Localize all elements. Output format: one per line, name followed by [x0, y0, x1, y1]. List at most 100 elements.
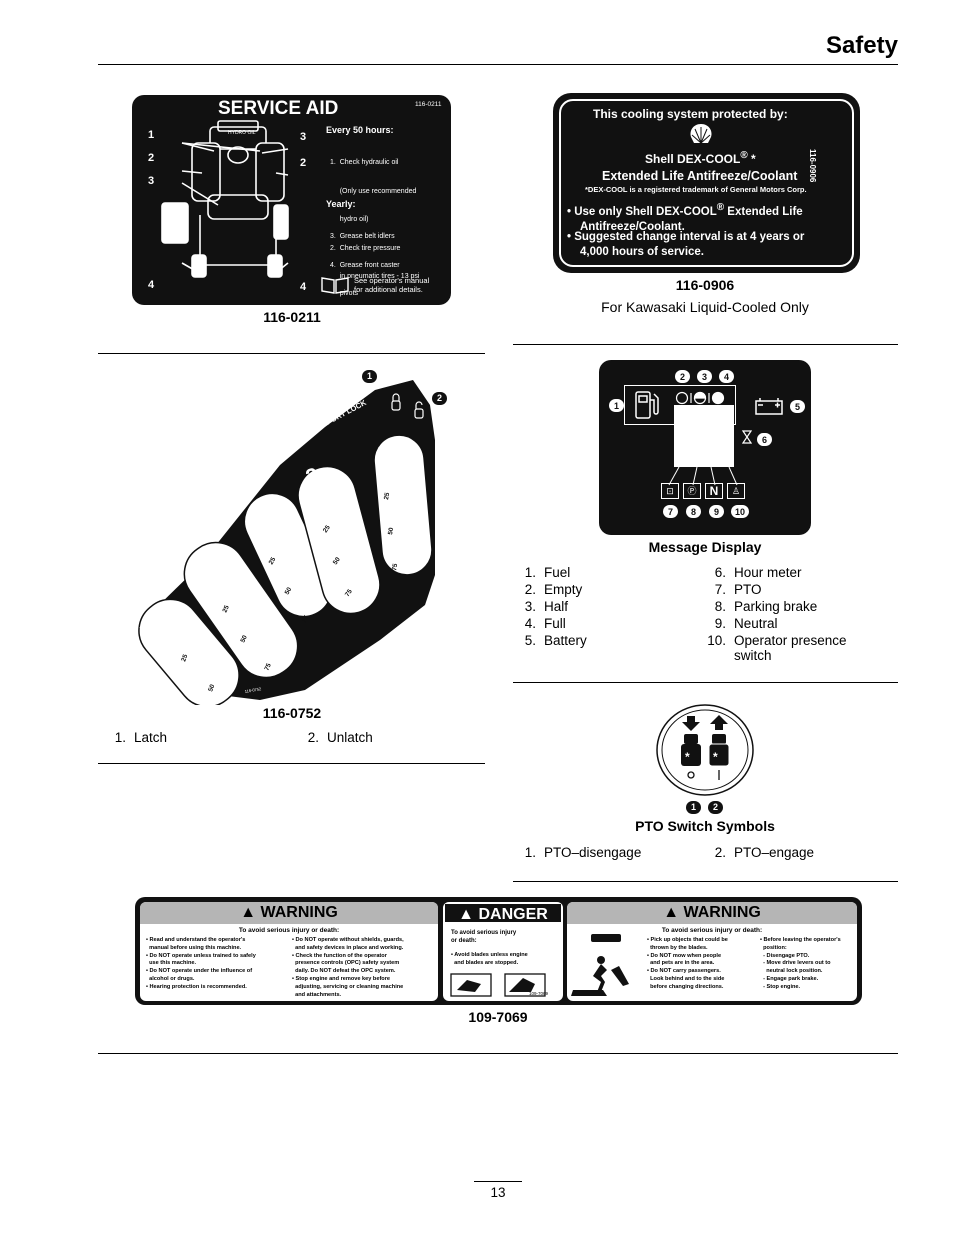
tick-50: 50: [207, 683, 216, 693]
list-label: Operator presence: [734, 633, 847, 648]
decal-text-line: • Hearing protection is recommended.: [146, 983, 247, 990]
every-50-item: 2. Check tire pressure: [330, 244, 401, 252]
tick-50: 50: [387, 527, 395, 536]
yearly-heading: Yearly:: [326, 199, 356, 209]
list-number: 2.: [714, 845, 726, 860]
decal-text-line: manual before using this machine.: [146, 944, 242, 951]
danger-intro: To avoid serious injury: [451, 930, 517, 936]
decal-text-line: alcohol or drugs.: [146, 975, 195, 982]
manual-note-line: for additional details.: [354, 285, 423, 294]
callout-3-right: 3: [300, 131, 307, 143]
coolant-bullet-2: • Suggested change interval is at 4 year…: [567, 231, 805, 258]
list-item: 3.Half: [510, 599, 568, 614]
decal-text-line: use this machine.: [146, 960, 197, 967]
decal-text-line: • Before leaving the operator's: [760, 937, 841, 943]
svg-text:*: *: [713, 750, 718, 764]
callout-1: 1: [148, 129, 155, 141]
yearly-item: 4. Grease front caster: [330, 261, 400, 269]
list-label: Battery: [544, 633, 587, 648]
warning-2-col-2: • Before leaving the operator's position…: [760, 937, 841, 992]
page-number: 13: [490, 1185, 506, 1200]
danger-part-number: 109-7069: [529, 991, 549, 996]
callout-2-right: 2: [300, 157, 307, 169]
coolant-caption: 116-0906: [675, 277, 735, 293]
list-item: 9. Neutral: [700, 616, 778, 631]
pto-list-item-1: 1.PTO–disengage: [510, 844, 642, 861]
md-badge-2: 2: [675, 370, 690, 383]
danger-title: DANGER: [478, 906, 548, 923]
warning-triangle-icon: ▲: [663, 904, 680, 921]
list-number: 8.: [714, 599, 726, 614]
list-label: Neutral: [734, 616, 778, 631]
coolant-line-3: Extended Life Antifreeze/Coolant: [602, 169, 798, 183]
yearly-list: 3. Grease belt idlers 4. Grease front ca…: [330, 213, 400, 318]
warning-1-col-1: • Read and understand the operator's man…: [146, 937, 256, 992]
neutral-icon: N: [705, 483, 723, 499]
list-number: 10.: [707, 633, 726, 648]
coolant-trademark-note: *DEX-COOL is a registered trademark of G…: [585, 185, 807, 194]
coolant-line-1: This cooling system protected by:: [593, 107, 788, 121]
list-label: Parking brake: [734, 599, 818, 614]
decal-text-line: - Engage park brake.: [760, 975, 819, 982]
md-badge-4: 4: [719, 370, 734, 383]
decal-text-line: • Check the function of the operator: [292, 952, 387, 959]
list-item: 8. Parking brake: [700, 599, 818, 614]
warning-1-col-2: • Do NOT operate without shields, guards…: [292, 937, 404, 999]
throttle-caption: 116-0752: [262, 705, 322, 721]
list-label: PTO–engage: [734, 845, 815, 860]
yearly-item: pivots: [330, 290, 359, 297]
throttle-list-item-2: 2.Unlatch: [293, 729, 373, 746]
md-badge-8: 8: [686, 505, 701, 518]
list-label: switch: [734, 648, 772, 663]
list-label: Empty: [544, 582, 583, 597]
md-badge-3: 3: [697, 370, 712, 383]
decal-text-line: - Stop engine.: [760, 983, 801, 990]
decal-text-line: - Move drive levers out to: [760, 960, 831, 967]
throttle-list-item-1: 1.Latch: [100, 729, 167, 746]
md-badge-7: 7: [663, 505, 678, 518]
message-display-caption: Message Display: [648, 539, 762, 555]
manual-note: See operator's manual for additional det…: [354, 276, 429, 294]
manual-book-icon: [321, 277, 349, 294]
pto-icon: ⊡: [661, 483, 679, 499]
coolant-side-part: 116-0906: [808, 149, 817, 183]
list-item: 2.Empty: [510, 582, 583, 597]
list-number: 1.: [114, 730, 126, 745]
decal-text-line: • Do NOT operate under the influence of: [146, 968, 253, 975]
tick-25: 25: [221, 604, 231, 614]
tick-75: 75: [391, 563, 399, 572]
callout-4-right: 4: [300, 281, 307, 293]
coolant-bullet-1: • Use only Shell DEX-COOL® Extended Life…: [567, 202, 803, 233]
list-item: 5.Battery: [510, 633, 587, 648]
md-badge-9: 9: [709, 505, 724, 518]
hydro-oil-label: HYDRO OIL: [228, 130, 256, 136]
tick-25: 25: [322, 524, 332, 534]
list-label: Full: [544, 616, 566, 631]
list-number: 1.: [524, 565, 536, 580]
tick-75: 75: [301, 614, 311, 624]
danger-intro: or death:: [451, 938, 477, 944]
decal-text-line: and pets are in the area.: [647, 960, 715, 967]
warning-triangle-icon: ▲: [240, 904, 257, 921]
transport-lock-decal: 5 4 3 2 1 25 50 25 50 75 25 50 75 25 50 …: [135, 380, 435, 705]
list-number: 6.: [714, 565, 726, 580]
every-50-list: 1. Check hydraulic oil (Only use recomme…: [330, 139, 419, 301]
callout-3: 3: [148, 175, 155, 187]
list-number: 2.: [307, 730, 319, 745]
warning-1-title: WARNING: [260, 904, 338, 921]
status-icon-lines: [668, 467, 738, 486]
decal-text-line: before changing directions.: [647, 983, 724, 990]
every-50-item: in pneumatic tires - 13 psi: [330, 273, 420, 280]
rule-right-2: [513, 682, 898, 683]
svg-text:*: *: [685, 750, 690, 764]
pto-badge-2: 2: [708, 801, 723, 814]
tick-75: 75: [263, 662, 273, 672]
bullet-1-text-c: Antifreeze/Coolant.: [580, 220, 685, 233]
list-number: 9.: [714, 616, 726, 631]
service-aid-caption: 116-0211: [263, 309, 321, 325]
pto-switch-icon: **: [656, 704, 754, 796]
gear-1-label: 1: [376, 439, 390, 465]
yearly-item: 3. Grease belt idlers: [330, 233, 395, 240]
display-screen: [674, 405, 734, 467]
decal-text-line: • Pick up objects that could be: [647, 937, 728, 943]
